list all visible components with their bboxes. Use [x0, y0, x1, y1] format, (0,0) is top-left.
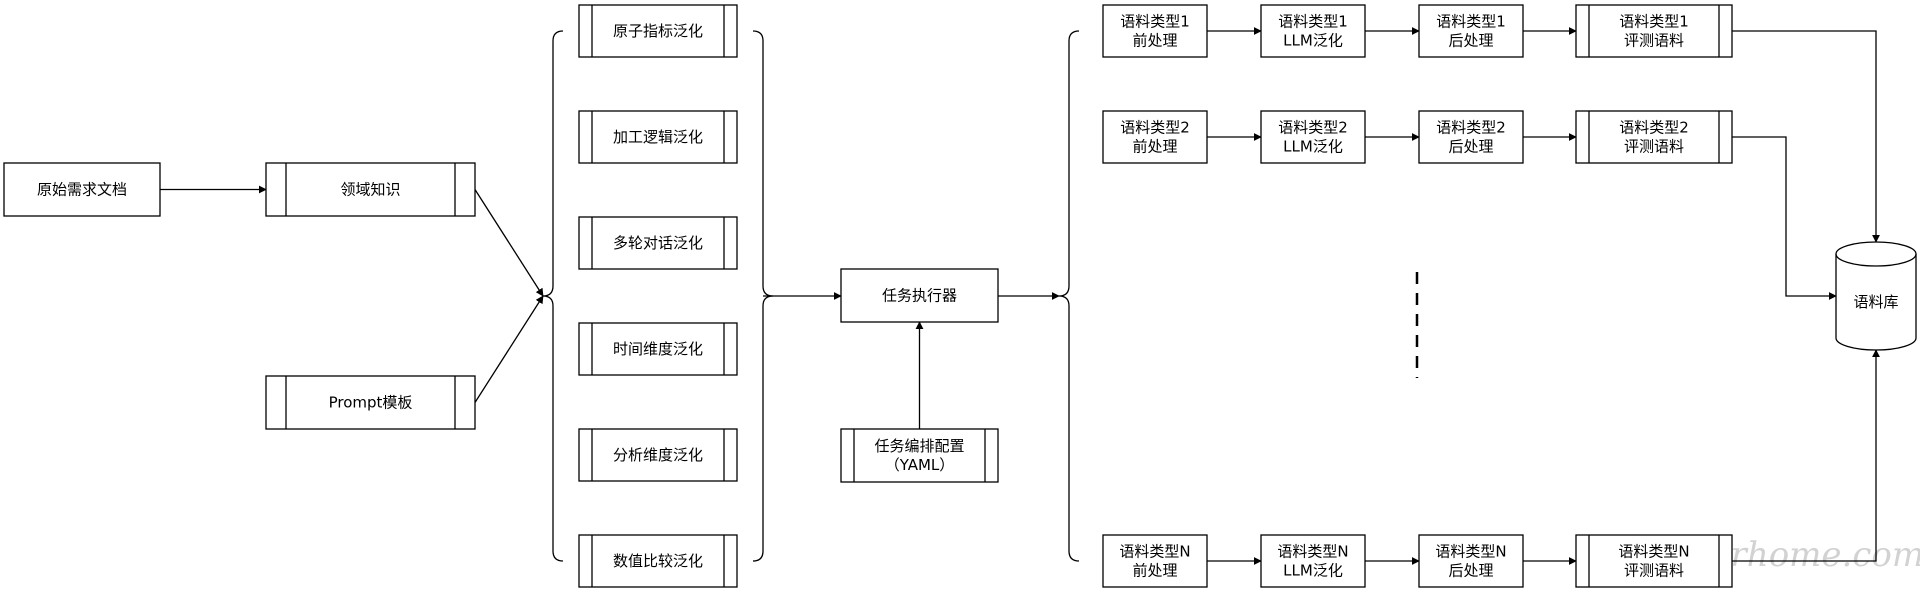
pipeline-1-llm-generalize-label: 语料类型1	[1278, 13, 1348, 31]
node-gen-processing-logic-shape	[578, 110, 738, 164]
pipeline-2-eval-corpus-label: 语料类型2	[1619, 119, 1689, 137]
pipeline-n-preprocess-label: 语料类型N	[1119, 543, 1190, 561]
node-gen-processing-logic: 加工逻辑泛化	[578, 110, 738, 164]
edge-evaln-to-corpus	[1732, 349, 1880, 562]
node-prompt-template-label: Prompt模板	[329, 394, 413, 412]
edge-eval2-to-corpus	[1732, 136, 1837, 300]
pipeline-n-postprocess-label: 语料类型N	[1435, 543, 1506, 561]
node-corpus-db: 语料库	[1835, 241, 1917, 351]
brace-right-generalizers	[752, 30, 774, 562]
pipeline-n-eval-corpus-label: 语料类型N	[1618, 543, 1689, 561]
node-gen-time-dimension-shape	[578, 322, 738, 376]
node-gen-time-dimension: 时间维度泛化	[578, 322, 738, 376]
pipeline-2-postprocess-label: 语料类型2	[1436, 119, 1506, 137]
pipeline-2-postprocess-label: 后处理	[1448, 138, 1493, 156]
node-gen-multi-turn-shape	[578, 216, 738, 270]
pipeline-2-preprocess-shape	[1102, 110, 1208, 164]
pipeline-n-llm-generalize-label: 语料类型N	[1277, 543, 1348, 561]
pipeline-1-preprocess-shape	[1102, 4, 1208, 58]
node-task-config-shape	[840, 428, 999, 483]
edge-prompt-to-brace	[474, 295, 544, 403]
node-domain-knowledge: 领域知识	[265, 162, 476, 217]
pipeline-n-eval-corpus-label: 评测语料	[1624, 562, 1684, 580]
nodes: 原始需求文档 领域知识 Prompt模板 原子指标泛化加工逻辑泛化多轮对话泛化时间维度…	[3, 4, 1917, 588]
edge-domain-to-brace	[474, 189, 544, 297]
node-gen-atomic-metric-shape	[578, 4, 738, 58]
node-corpus-db-shape	[1835, 241, 1917, 351]
pipeline-n-llm-generalize-label: LLM泛化	[1283, 562, 1343, 580]
node-gen-processing-logic-label: 加工逻辑泛化	[613, 128, 703, 146]
pipeline-n-llm-generalize-shape	[1260, 534, 1366, 588]
node-gen-analysis-dimension: 分析维度泛化	[578, 428, 738, 482]
node-gen-atomic-metric-label: 原子指标泛化	[613, 22, 703, 40]
node-gen-multi-turn: 多轮对话泛化	[578, 216, 738, 270]
edges	[160, 27, 1880, 565]
node-task-config: 任务编排配置（YAML）	[840, 428, 999, 483]
pipeline-2-eval-corpus-label: 评测语料	[1624, 138, 1684, 156]
pipeline-2-preprocess-label: 前处理	[1132, 138, 1177, 156]
pipeline-2-llm-generalize-label: LLM泛化	[1283, 138, 1343, 156]
pipeline-1-eval-corpus-label: 评测语料	[1624, 32, 1684, 50]
pipeline-2-llm-generalize-shape	[1260, 110, 1366, 164]
node-gen-time-dimension-label: 时间维度泛化	[613, 340, 703, 358]
node-gen-multi-turn-label: 多轮对话泛化	[613, 234, 703, 252]
pipeline-2-llm-generalize-label: 语料类型2	[1278, 119, 1348, 137]
node-prompt-template-shape	[265, 375, 476, 430]
pipeline-1-postprocess-label: 语料类型1	[1436, 13, 1506, 31]
edge-eval1-to-corpus	[1732, 30, 1880, 243]
node-prompt-template: Prompt模板	[265, 375, 476, 430]
pipeline-n-postprocess-shape	[1418, 534, 1524, 588]
pipeline-1-eval-corpus-label: 语料类型1	[1619, 13, 1689, 31]
node-gen-analysis-dimension-label: 分析维度泛化	[613, 446, 703, 464]
node-gen-numeric-compare: 数值比较泛化	[578, 534, 738, 588]
pipeline-2-eval-corpus-shape	[1575, 110, 1733, 164]
pipeline-1-preprocess-label: 前处理	[1132, 32, 1177, 50]
brace-pipelines	[1058, 30, 1080, 562]
pipeline-2-preprocess-label: 语料类型2	[1120, 119, 1190, 137]
node-domain-knowledge-shape	[265, 162, 476, 217]
node-task-executor: 任务执行器	[840, 268, 999, 323]
node-task-config-label: 任务编排配置	[874, 437, 964, 455]
node-gen-atomic-metric: 原子指标泛化	[578, 4, 738, 58]
node-gen-numeric-compare-shape	[578, 534, 738, 588]
pipeline-n-preprocess-shape	[1102, 534, 1208, 588]
braces	[542, 30, 1080, 562]
pipeline-1-eval-corpus-shape	[1575, 4, 1733, 58]
brace-left-generalizers	[542, 30, 564, 562]
node-task-config-label: （YAML）	[885, 456, 955, 474]
node-source-doc-label: 原始需求文档	[37, 181, 127, 199]
node-source-doc-shape	[3, 162, 161, 217]
node-task-executor-label: 任务执行器	[882, 287, 957, 305]
node-task-executor-shape	[840, 268, 999, 323]
pipeline-n-postprocess-label: 后处理	[1448, 562, 1493, 580]
pipeline-1-llm-generalize-shape	[1260, 4, 1366, 58]
node-corpus-db-label: 语料库	[1853, 293, 1898, 311]
pipeline-1-postprocess-shape	[1418, 4, 1524, 58]
node-source-doc: 原始需求文档	[3, 162, 161, 217]
pipeline-1-postprocess-label: 后处理	[1448, 32, 1493, 50]
node-gen-analysis-dimension-shape	[578, 428, 738, 482]
pipeline-n-eval-corpus-shape	[1575, 534, 1733, 588]
pipeline-2-postprocess-shape	[1418, 110, 1524, 164]
node-domain-knowledge-label: 领域知识	[340, 181, 400, 199]
node-corpus-db-top-rim	[1835, 253, 1917, 267]
pipeline-n-preprocess-label: 前处理	[1132, 562, 1177, 580]
pipeline-1-preprocess-label: 语料类型1	[1120, 13, 1190, 31]
pipeline-1-llm-generalize-label: LLM泛化	[1283, 32, 1343, 50]
node-gen-numeric-compare-label: 数值比较泛化	[613, 552, 703, 570]
